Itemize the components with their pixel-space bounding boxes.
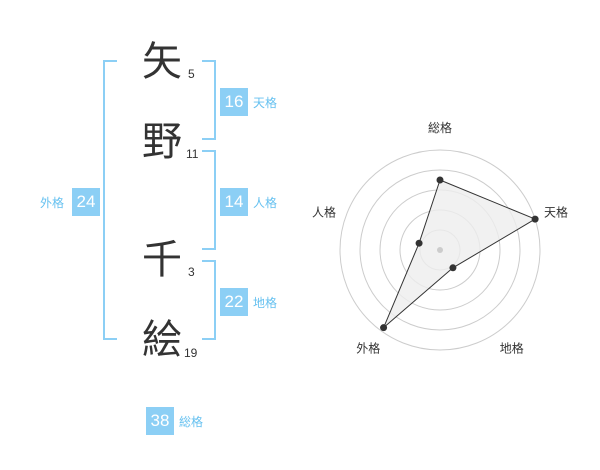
radar-area [383, 179, 537, 329]
radar-axis-label-3: 地格 [500, 341, 524, 356]
jinkaku-label: 人格 [253, 196, 278, 210]
gaikaku-bracket [103, 60, 117, 340]
soukaku-label: 総格 [179, 415, 204, 429]
chikaku-value: 22 [220, 288, 248, 316]
radar-point-5 [415, 239, 423, 247]
name-char-2: 野 [142, 119, 182, 165]
jinkaku-bracket [202, 150, 216, 250]
radar-center-dot [437, 247, 443, 253]
radar-point-1 [436, 176, 444, 184]
name-char-1: 矢 [142, 39, 182, 85]
gaikaku-label: 外格 [40, 196, 65, 210]
chikaku-label: 地格 [253, 296, 278, 310]
name-char-4: 絵 [142, 317, 182, 363]
radar-ring [339, 149, 541, 351]
name-char-3: 千 [142, 237, 182, 283]
radar-point-4 [380, 324, 388, 332]
radar-axis-label-4: 外格 [356, 341, 380, 356]
jinkaku-value: 14 [220, 188, 248, 216]
radar-point-3 [449, 264, 457, 272]
radar-axis-label-5: 人格 [312, 204, 336, 219]
radar-ring [359, 169, 521, 331]
soukaku-value: 38 [146, 407, 174, 435]
tenkaku-label: 天格 [253, 96, 278, 110]
stroke-count-2: 11 [186, 147, 199, 161]
radar-axis-label-2: 天格 [544, 204, 568, 219]
gaikaku-value: 24 [72, 188, 100, 216]
stroke-count-1: 5 [188, 67, 195, 81]
tenkaku-bracket [202, 60, 216, 140]
stroke-count-4: 19 [184, 346, 198, 360]
chikaku-bracket [202, 260, 216, 340]
tenkaku-value: 16 [220, 88, 248, 116]
stroke-count-3: 3 [188, 265, 195, 279]
radar-point-2 [531, 215, 539, 223]
radar-axis-label-1: 総格 [428, 120, 452, 135]
